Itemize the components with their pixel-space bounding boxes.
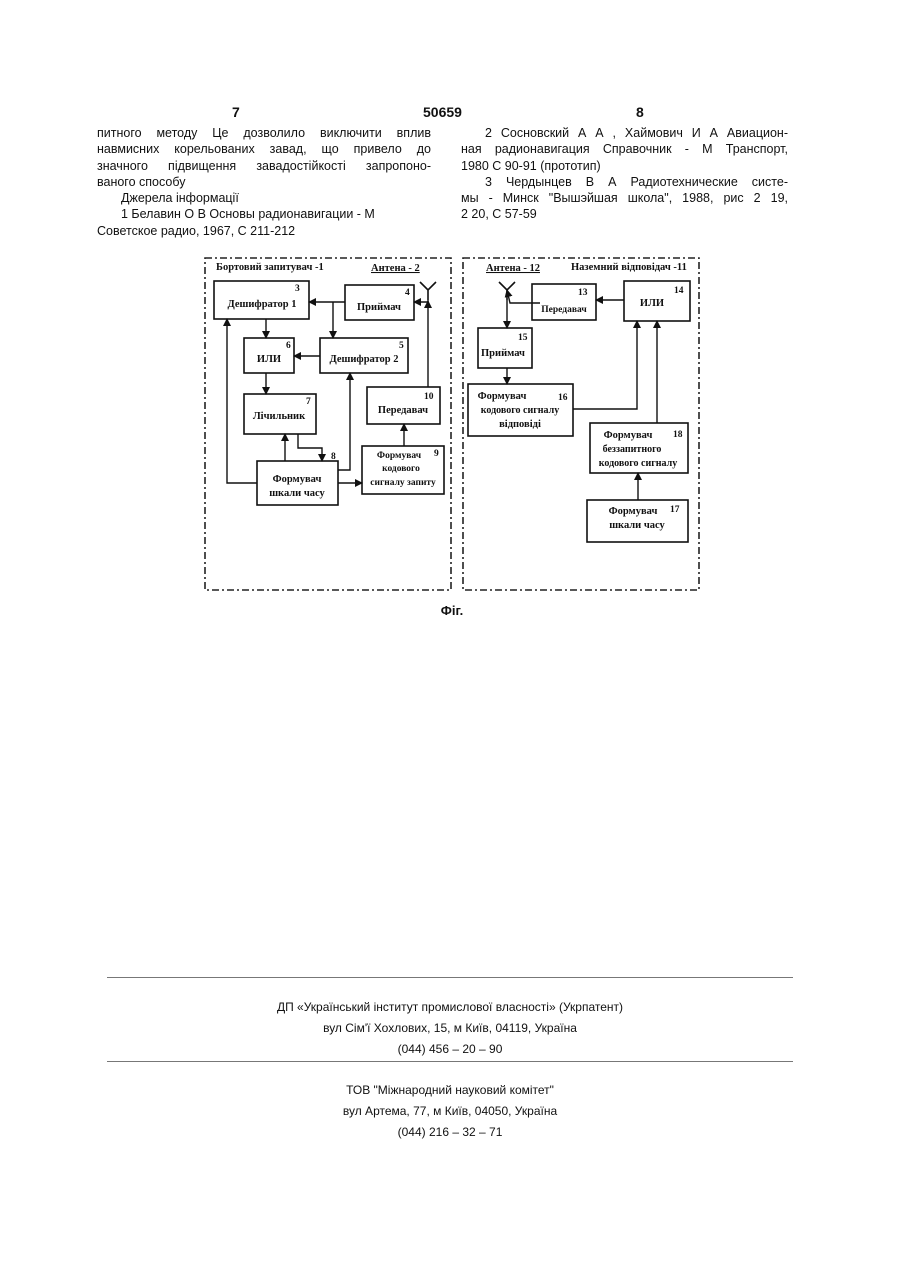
block-5-label: Дешифратор 2 [330, 354, 399, 365]
block-15-number: 15 [518, 333, 528, 343]
block-9-line3: сигналу запиту [370, 478, 436, 488]
block-4-number: 4 [405, 288, 410, 298]
block-3-label: Дешифратор 1 [228, 299, 297, 310]
block-16-line1: Формувач [478, 391, 527, 402]
link-counter7-to-former8 [298, 434, 322, 461]
block-7-number: 7 [306, 397, 311, 407]
footer-rule-top [107, 977, 793, 978]
block-7-label: Лічильник [253, 411, 306, 422]
airborne-interrogator-label: Бортовий запитувач -1 [216, 262, 324, 273]
block-16-number: 16 [558, 393, 568, 403]
block-9-line1: Формувач [377, 451, 422, 461]
publisher-address: вул Сім'ї Хохлових, 15, м Київ, 04119, У… [0, 1021, 900, 1035]
block-18-line2: беззапитного [603, 444, 662, 455]
block-9-number: 9 [434, 449, 439, 459]
block-9-line2: кодового [382, 464, 420, 474]
block-17-line1: Формувач [609, 506, 658, 517]
footer-rule-middle [107, 1061, 793, 1062]
printer-address: вул Артема, 77, м Київ, 04050, Україна [0, 1104, 900, 1118]
block-18-line3: кодового сигналу [599, 458, 677, 469]
block-8-number: 8 [331, 452, 336, 462]
block-6-label: ИЛИ [257, 354, 281, 365]
block-15-label: Приймач [481, 348, 525, 359]
block-10-number: 10 [424, 392, 434, 402]
block-5-number: 5 [399, 341, 404, 351]
link-former16-to-or14 [573, 321, 637, 409]
block-17-line2: шкали часу [609, 520, 665, 531]
block-13-label: Передавач [541, 305, 587, 315]
antenna-2-label: Антена - 2 [371, 263, 420, 274]
block-16-line3: відповіді [499, 419, 541, 430]
block-diagram: Бортовий запитувач -1 Антена - 2 Антена … [0, 0, 900, 640]
printer-name: ТОВ "Міжнародний науковий комітет" [0, 1083, 900, 1097]
block-14-label: ИЛИ [640, 298, 664, 309]
block-13-number: 13 [578, 288, 588, 298]
link-antenna2-to-receiver4 [414, 300, 428, 302]
block-16-line2: кодового сигналу [481, 405, 559, 416]
link-former8-to-decoder1 [227, 319, 257, 483]
ground-transponder-label: Наземний відповідач -11 [571, 262, 687, 273]
antenna-2-symbol [420, 282, 436, 300]
link-former8-to-decoder2 [338, 373, 350, 470]
block-17-number: 17 [670, 505, 680, 515]
block-18-line1: Формувач [604, 430, 653, 441]
block-10-label: Передавач [378, 405, 428, 416]
antenna-12-label: Антена - 12 [486, 263, 540, 274]
block-14-number: 14 [674, 286, 684, 296]
publisher-phone: (044) 456 – 20 – 90 [0, 1042, 900, 1056]
block-18-number: 18 [673, 430, 683, 440]
figure-caption: Фіг. [441, 603, 463, 618]
block-4-label: Приймач [357, 302, 401, 313]
block-3-number: 3 [295, 284, 300, 294]
link-transmitter13-to-antenna12 [507, 290, 540, 303]
block-6-number: 6 [286, 341, 291, 351]
block-8-line2: шкали часу [269, 488, 325, 499]
printer-phone: (044) 216 – 32 – 71 [0, 1125, 900, 1139]
publisher-name: ДП «Український інститут промислової вла… [0, 1000, 900, 1014]
block-8-line1: Формувач [273, 474, 322, 485]
